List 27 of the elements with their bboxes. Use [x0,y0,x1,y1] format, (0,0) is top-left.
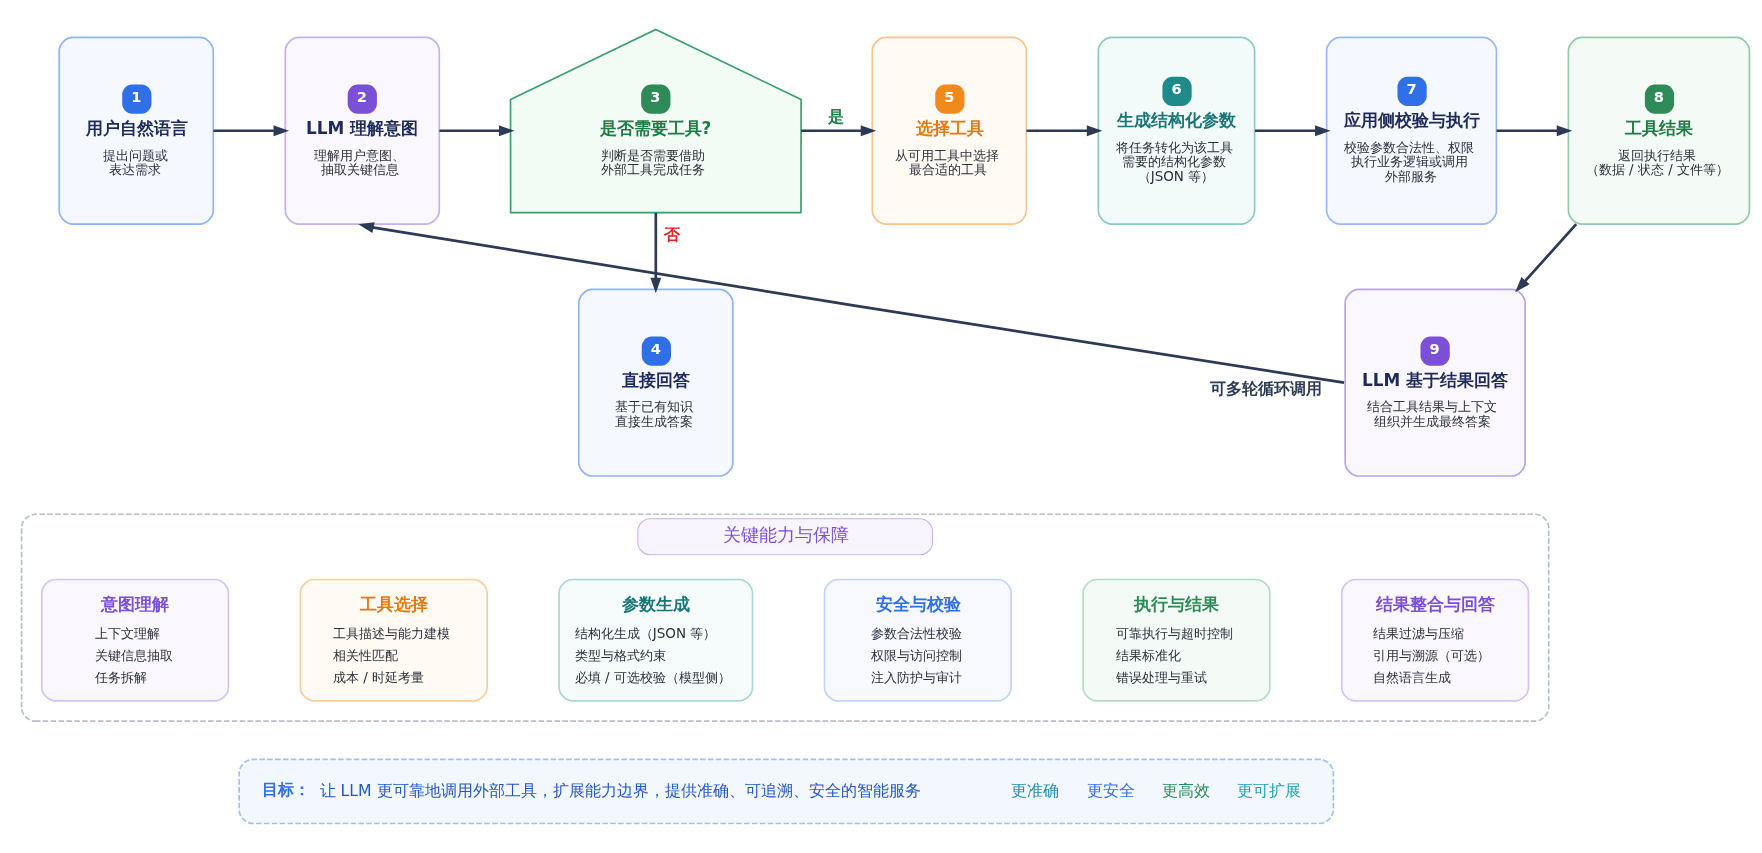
edge-label: 是 [828,106,845,126]
node-box: 执行与结果 可靠执行与超时控制 结果标准化 错误处理与重试 [1082,578,1271,702]
node-box: 目标： 让 LLM 更可靠地调用外部工具，扩展能力边界，提供准确、可追溯、安全的智能服务 更准确 更安全 更高效 更可扩展 [238,758,1335,825]
node-box: 2 LLM 理解意图 理解用户意图、抽取关键信息 [284,36,441,225]
arrow [1026,125,1103,137]
node-box: 参数生成 结构化生成（JSON 等） 类型与格式约束 必填 / 可选校验（模型侧） [558,578,754,702]
arrow [650,212,662,294]
arrow [1255,125,1331,137]
node-box: 工具选择 工具描述与能力建模 相关性匹配 成本 / 时延考量 [299,578,488,702]
node-box: 结果整合与回答 结果过滤与压缩 引用与溯源（可选） 自然语言生成 [1340,578,1530,702]
node-box: 意图理解 上下文理解 关键信息抽取 任务拆解 [40,578,230,702]
arrow [801,125,877,137]
arrow [213,125,290,137]
arrow [1515,223,1578,293]
node-box: 1 用户自然语言 提出问题或表达需求 [58,36,215,225]
node-box: 5 选择工具 从可用工具中选择最合适的工具 [871,36,1028,225]
node-box: 7 应用侧校验与执行 校验参数合法性、权限执行业务逻辑或调用外部服务 [1325,36,1498,225]
node-box: 6 生成结构化参数 将任务转化为该工具需要的结构化参数（JSON 等） [1097,36,1256,225]
node-box: 8 工具结果 返回执行结果（数据 / 状态 / 文件等） [1567,36,1751,225]
edge-label: 否 [664,224,681,244]
edge-label: 可多轮循环调用 [1209,379,1322,399]
node-box: 4 直接回答 基于已有知识直接生成答案 [577,288,734,477]
node-box: 9 LLM 基于结果回答 结合工具结果与上下文组织并生成最终答案 [1344,288,1526,477]
node-box: 安全与校验 参数合法性校验 权限与访问控制 注入防护与审计 [823,578,1012,702]
arrow [1496,125,1573,137]
arrow [439,125,515,137]
arrow [358,222,1345,384]
